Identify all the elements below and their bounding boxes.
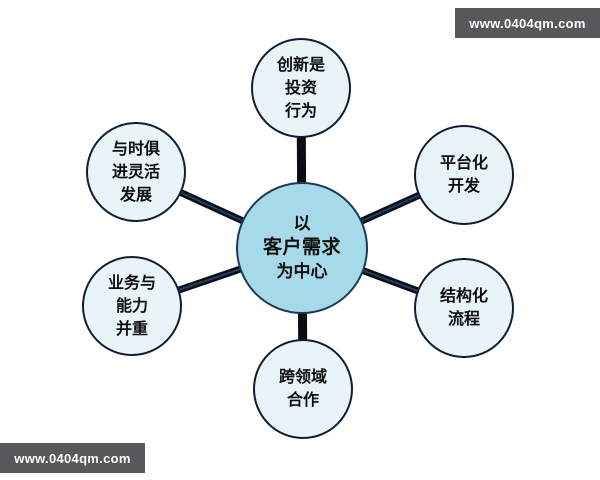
watermark-bottom-left: www.0404qm.com xyxy=(0,443,145,473)
node-label: 结构化 流程 xyxy=(439,288,488,328)
node-label: 平台化 开发 xyxy=(439,155,488,195)
center-node-customer-needs: 以 客户需求 为中心 xyxy=(236,182,368,314)
watermark-url: www.0404qm.com xyxy=(469,15,586,31)
center-line-1: 以 xyxy=(293,214,311,233)
node-label: 与时俱 进灵活 发展 xyxy=(111,140,160,204)
node-label: 跨领域 合作 xyxy=(278,369,327,409)
node-business-capability: 业务与 能力 并重 xyxy=(82,256,182,356)
node-structured-process: 结构化 流程 xyxy=(414,258,514,358)
center-line-3: 为中心 xyxy=(276,262,328,281)
watermark-url: www.0404qm.com xyxy=(14,450,131,466)
node-flexible-development: 与时俱 进灵活 发展 xyxy=(86,122,186,222)
center-line-2: 客户需求 xyxy=(262,237,341,258)
node-label: 业务与 能力 并重 xyxy=(107,274,156,338)
node-cross-domain-cooperation: 跨领域 合作 xyxy=(253,339,353,439)
node-label: 创新是 投资 行为 xyxy=(276,56,325,120)
node-platform-development: 平台化 开发 xyxy=(414,125,514,225)
node-innovation-investment: 创新是 投资 行为 xyxy=(251,38,351,138)
center-node-label: 以 客户需求 为中心 xyxy=(263,212,341,284)
watermark-top-right: www.0404qm.com xyxy=(455,8,600,38)
